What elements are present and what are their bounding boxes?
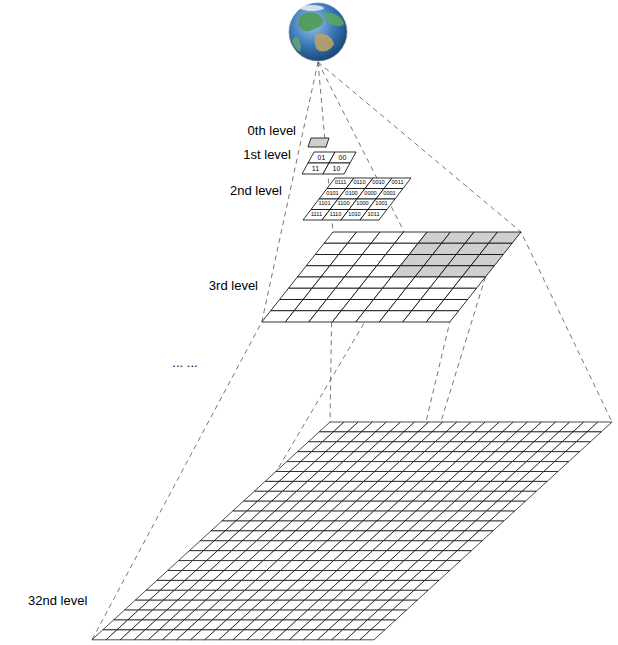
grid-cell — [462, 266, 494, 277]
cell-code: 0011 — [391, 180, 403, 186]
pyramid-dashed-line — [177, 277, 392, 640]
grid-cell — [555, 452, 580, 462]
grid-cell — [587, 422, 612, 432]
grid-cell — [501, 501, 526, 511]
grid-cell — [453, 277, 485, 288]
grid-cell — [436, 561, 461, 571]
grid-cell — [384, 178, 411, 189]
pyramid-dashed-line — [318, 62, 612, 422]
grid-cell — [446, 551, 471, 561]
grid-cell — [414, 580, 439, 590]
level-grid — [302, 152, 356, 174]
level-grid — [303, 178, 411, 220]
pyramid-dashed-line — [374, 277, 485, 640]
grid-cell — [426, 311, 458, 322]
cell-code: 0010 — [372, 180, 384, 186]
cell-code: 1101 — [318, 201, 330, 207]
grid-cell — [323, 163, 350, 174]
grid-cell — [490, 511, 515, 521]
cell-code: 1010 — [348, 212, 360, 218]
grid-cell — [511, 491, 536, 501]
earth-globe — [289, 3, 347, 61]
cell-code: 00 — [339, 154, 347, 161]
grid-cell — [576, 432, 601, 442]
grid-cell — [457, 541, 482, 551]
level-label: 0th level — [248, 124, 296, 137]
level-grid — [308, 138, 329, 147]
grid-cell — [480, 243, 512, 254]
cell-code: 1111 — [311, 212, 322, 218]
grid-cell — [368, 199, 395, 210]
level-label: ... ... — [172, 356, 197, 369]
cell-code: 0000 — [364, 191, 376, 197]
level-label: 1st level — [243, 148, 291, 161]
cell-code: 1011 — [367, 212, 379, 218]
grid-cell — [382, 610, 407, 620]
grid-cell — [329, 152, 356, 163]
grid-cell — [471, 255, 503, 266]
grid-cell — [522, 481, 547, 491]
cell-code: 0110 — [353, 180, 365, 186]
grid-cell — [376, 189, 403, 200]
grid-cell — [371, 620, 396, 630]
grid-cell — [489, 232, 521, 243]
grid-cell — [360, 210, 387, 221]
level-label: 3rd level — [209, 279, 258, 292]
grid-cell — [533, 472, 558, 482]
cell-code: 1110 — [330, 212, 342, 218]
grid-cell — [403, 590, 428, 600]
cell-code: 0101 — [326, 191, 338, 197]
grid-cell — [360, 630, 385, 640]
cell-code: 0111 — [335, 180, 347, 186]
pyramid-dashed-line — [318, 62, 450, 640]
level-grid — [262, 232, 521, 322]
level-grid — [92, 422, 612, 640]
cell-code: 1001 — [375, 201, 387, 207]
pyramid-dashed-line — [92, 62, 318, 640]
grid-cell — [308, 138, 329, 147]
cell-code: 0100 — [345, 191, 357, 197]
cell-code: 0001 — [383, 191, 395, 197]
grid-cell — [444, 288, 476, 299]
cell-code: 11 — [312, 165, 319, 172]
level-label: 32nd level — [28, 594, 87, 607]
grid-cell — [425, 571, 450, 581]
level-label: 2nd level — [230, 184, 282, 197]
grid-cell — [565, 442, 590, 452]
cell-code: 01 — [318, 154, 326, 161]
grid-cell — [479, 521, 504, 531]
grid-cell — [392, 600, 417, 610]
grid-cell — [544, 462, 569, 472]
cell-code: 10 — [333, 165, 341, 172]
cell-code: 1000 — [356, 201, 368, 207]
grid-cell — [468, 531, 493, 541]
cell-code: 1100 — [337, 201, 349, 207]
grid-cell — [435, 300, 467, 311]
